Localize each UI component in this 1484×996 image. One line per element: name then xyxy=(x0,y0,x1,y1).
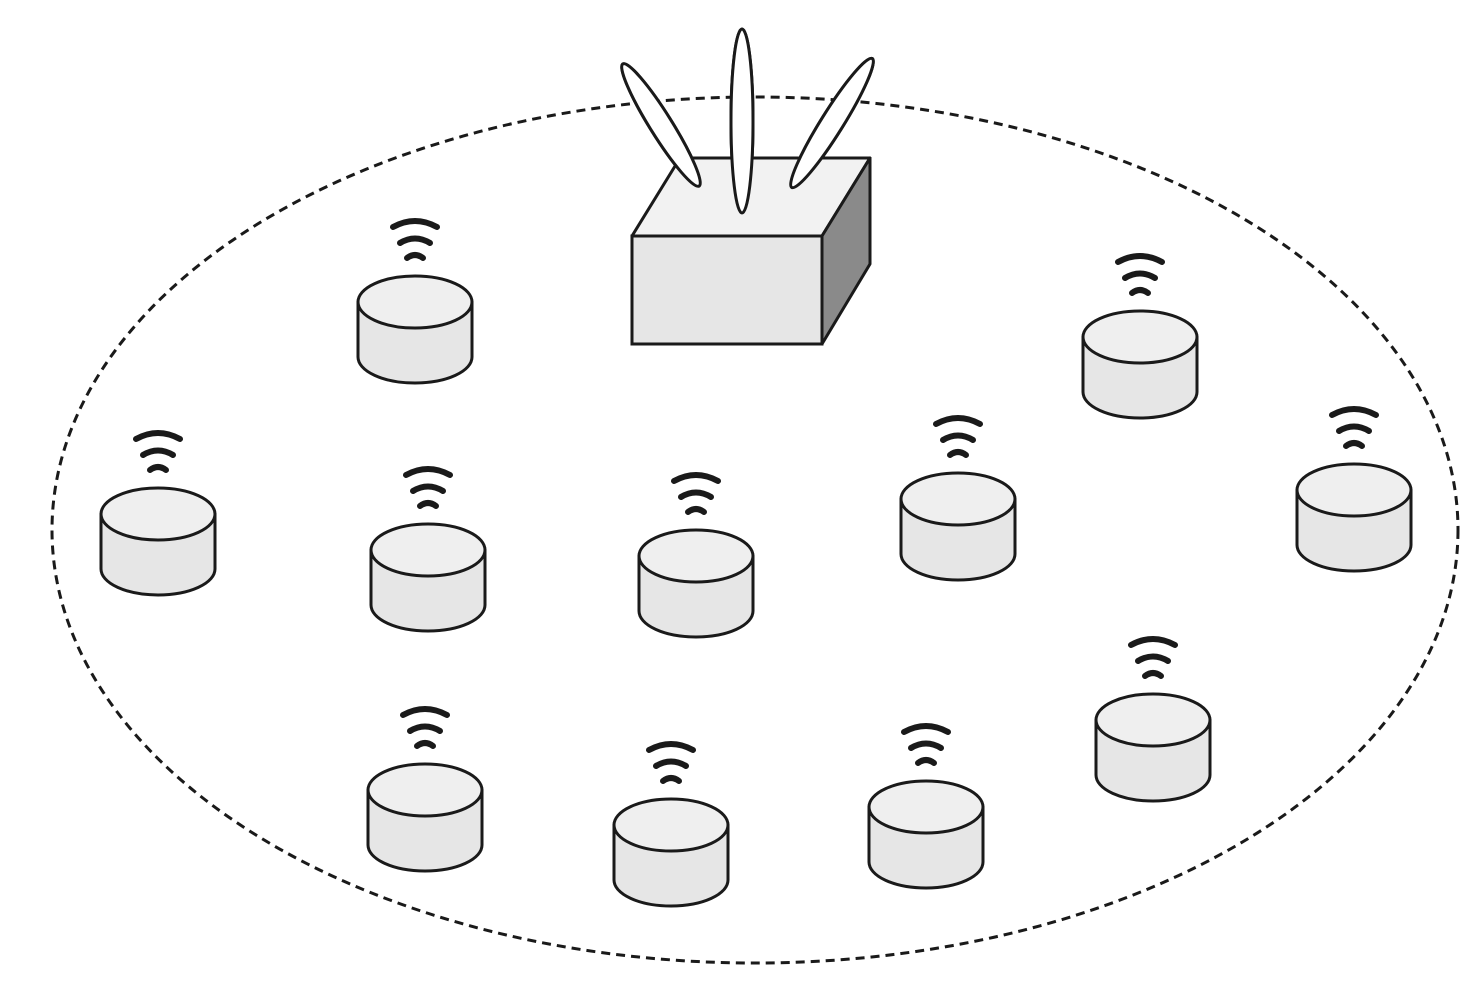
antenna-left-front xyxy=(620,62,702,188)
signal-arc xyxy=(403,466,453,478)
wireless-device-8 xyxy=(366,706,484,873)
signal-arc xyxy=(1336,423,1372,434)
access-point-front xyxy=(630,234,824,346)
signal-arc xyxy=(671,472,721,484)
device-top xyxy=(1094,692,1212,748)
signal-arc xyxy=(390,218,440,230)
signal-arc xyxy=(140,447,176,458)
wireless-device-1 xyxy=(356,218,474,385)
signal-arc xyxy=(908,740,944,751)
signal-arc xyxy=(1129,287,1151,296)
device-top xyxy=(637,528,755,584)
signal-arc xyxy=(1343,440,1365,449)
coverage-area-boundary xyxy=(50,95,1460,965)
signal-arc xyxy=(417,500,439,509)
signal-arc xyxy=(685,506,707,515)
signal-arc xyxy=(678,489,714,500)
signal-arc xyxy=(646,741,696,753)
wifi-signal-icon xyxy=(1329,406,1379,449)
signal-arc xyxy=(133,430,183,442)
signal-arc xyxy=(147,464,169,473)
signal-arc xyxy=(653,758,689,769)
device-top xyxy=(1081,309,1199,365)
wireless-device-6 xyxy=(899,415,1017,582)
wireless-devices xyxy=(99,218,1413,908)
access-point xyxy=(620,27,875,346)
wireless-device-3 xyxy=(99,430,217,597)
wireless-device-2 xyxy=(1081,253,1199,420)
wireless-device-9 xyxy=(612,741,730,908)
wifi-signal-icon xyxy=(390,218,440,261)
device-top xyxy=(612,797,730,853)
wifi-signal-icon xyxy=(400,706,450,749)
signal-arc xyxy=(915,757,937,766)
device-top xyxy=(899,471,1017,527)
signal-arc xyxy=(414,740,436,749)
signal-arc xyxy=(404,252,426,261)
wifi-signal-icon xyxy=(901,723,951,766)
signal-arc xyxy=(901,723,951,735)
signal-arc xyxy=(1115,253,1165,265)
signal-arc xyxy=(947,449,969,458)
signal-arc xyxy=(1122,270,1158,281)
device-top xyxy=(1295,462,1413,518)
antenna-center-front xyxy=(729,27,755,215)
wireless-device-11 xyxy=(1094,636,1212,803)
signal-arc xyxy=(1128,636,1178,648)
wifi-signal-icon xyxy=(933,415,983,458)
device-top xyxy=(99,486,217,542)
wireless-device-10 xyxy=(867,723,985,890)
signal-arc xyxy=(933,415,983,427)
device-top xyxy=(867,779,985,835)
signal-arc xyxy=(410,483,446,494)
signal-arc xyxy=(1142,670,1164,679)
wifi-signal-icon xyxy=(403,466,453,509)
signal-arc xyxy=(407,723,443,734)
wireless-device-4 xyxy=(369,466,487,633)
device-top xyxy=(369,522,487,578)
signal-arc xyxy=(940,432,976,443)
device-top xyxy=(366,762,484,818)
wifi-signal-icon xyxy=(133,430,183,473)
signal-arc xyxy=(660,775,682,784)
device-top xyxy=(356,274,474,330)
wifi-signal-icon xyxy=(1115,253,1165,296)
wireless-device-7 xyxy=(1295,406,1413,573)
signal-arc xyxy=(400,706,450,718)
wifi-signal-icon xyxy=(646,741,696,784)
wireless-device-5 xyxy=(637,472,755,639)
signal-arc xyxy=(1135,653,1171,664)
antenna-right-front xyxy=(789,56,875,190)
signal-arc xyxy=(1329,406,1379,418)
wifi-signal-icon xyxy=(1128,636,1178,679)
signal-arc xyxy=(397,235,433,246)
wifi-signal-icon xyxy=(671,472,721,515)
